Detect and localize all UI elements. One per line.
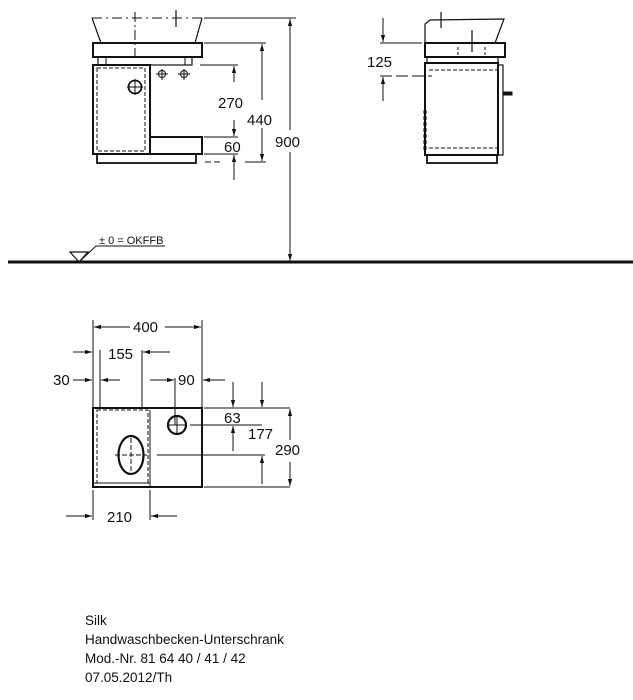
tap-icon <box>156 69 168 80</box>
dim-63: 63 <box>224 410 241 427</box>
drawing-date: 07.05.2012/Th <box>85 670 173 685</box>
dim-125: 125 <box>367 54 392 71</box>
product-line: Silk <box>85 613 107 628</box>
floor-level-label: ± 0 = OKFFB <box>99 235 163 247</box>
dim-270: 270 <box>218 95 243 112</box>
dim-90: 90 <box>178 372 195 389</box>
dim-210: 210 <box>107 509 132 526</box>
dim-400: 400 <box>133 319 158 336</box>
dim-440: 440 <box>247 112 272 129</box>
dim-177: 177 <box>248 426 273 443</box>
dim-290: 290 <box>275 442 300 459</box>
title-block: Silk Handwaschbecken-Unterschrank Mod.-N… <box>85 611 284 687</box>
handle-icon <box>502 91 513 96</box>
tap-icon <box>178 69 190 80</box>
dim-155: 155 <box>108 346 133 363</box>
model-number: Mod.-Nr. 81 64 40 / 41 / 42 <box>85 651 246 666</box>
front-view <box>8 10 633 264</box>
dim-60: 60 <box>224 139 241 156</box>
dim-30: 30 <box>53 372 70 389</box>
top-view <box>66 320 293 520</box>
product-name: Handwaschbecken-Unterschrank <box>85 632 284 647</box>
dim-900: 900 <box>275 134 300 151</box>
floor-level-icon <box>68 251 90 263</box>
side-view <box>380 12 513 164</box>
